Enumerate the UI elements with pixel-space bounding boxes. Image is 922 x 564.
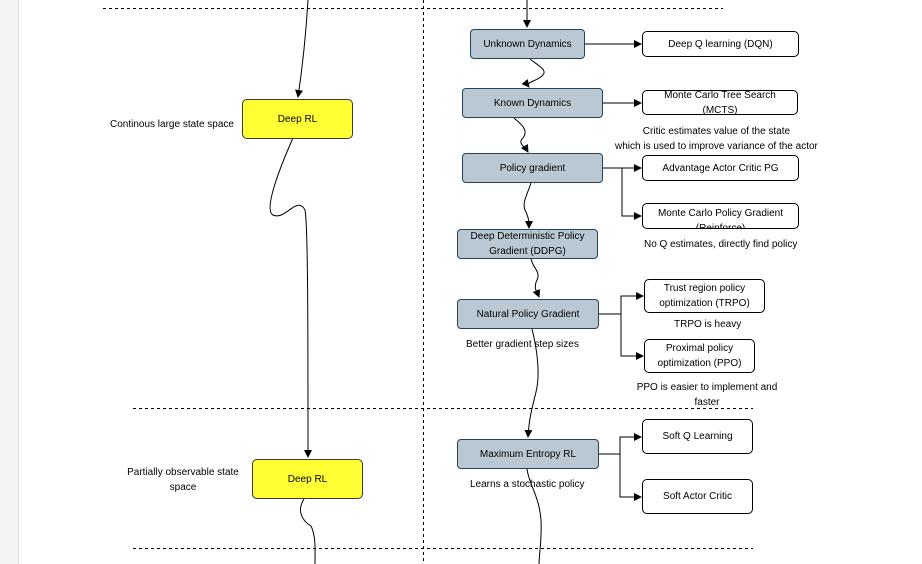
edge-npg-to-ppo bbox=[620, 314, 644, 360]
edge-npg-to-maxent bbox=[524, 328, 539, 438]
edge-known-to-policy-gradient bbox=[513, 117, 529, 153]
trpo-node[interactable]: Trust region policy optimization (TRPO) bbox=[644, 279, 765, 313]
edge-policy-gradient-to-ddpg bbox=[523, 182, 533, 229]
edge-deep-rl-2-to-bottom bbox=[300, 498, 316, 564]
soft-q-learning-node[interactable]: Soft Q Learning bbox=[642, 419, 753, 454]
deep-rl-node-2[interactable]: Deep RL bbox=[252, 459, 363, 499]
deep-rl-node-1[interactable]: Deep RL bbox=[242, 99, 353, 139]
ppo-node[interactable]: Proximal policy optimization (PPO) bbox=[644, 339, 755, 373]
policy-gradient-node[interactable]: Policy gradient bbox=[462, 153, 603, 183]
soft-actor-critic-node[interactable]: Soft Actor Critic bbox=[642, 479, 753, 514]
maximum-entropy-rl-node[interactable]: Maximum Entropy RL bbox=[457, 439, 599, 469]
a2c-node[interactable]: Advantage Actor Critic PG bbox=[642, 155, 799, 181]
edge-maxent-to-bottom bbox=[526, 468, 542, 564]
no-q-note-label: No Q estimates, directly find policy bbox=[644, 239, 798, 250]
edge-unknown-to-known bbox=[521, 58, 545, 88]
critic-note-label: Critic estimates value of the state whic… bbox=[615, 126, 818, 152]
edge-maxent-to-softq bbox=[599, 433, 642, 455]
edge-top-to-deep-rl-1 bbox=[295, 0, 309, 98]
npg-note-label: Better gradient step sizes bbox=[466, 339, 579, 350]
connectors-layer bbox=[103, 0, 753, 564]
diagram-canvas: Unknown Dynamics Known Dynamics Policy g… bbox=[18, 0, 922, 564]
dqn-node[interactable]: Deep Q learning (DQN) bbox=[642, 31, 799, 57]
edge-maxent-to-sac bbox=[619, 454, 642, 501]
reinforce-node[interactable]: Monte Carlo Policy Gradient (Reinforce) bbox=[642, 203, 799, 229]
ppo-note-label: PPO is easier to implement and faster bbox=[636, 382, 778, 408]
trpo-note-label: TRPO is heavy bbox=[674, 319, 742, 330]
mcts-node[interactable]: Monte Carlo Tree Search (MCTS) bbox=[642, 90, 798, 116]
maxent-note-label: Learns a stochastic policy bbox=[470, 479, 585, 490]
ddpg-node[interactable]: Deep Deterministic Policy Gradient (DDPG… bbox=[457, 229, 598, 259]
natural-policy-gradient-node[interactable]: Natural Policy Gradient bbox=[457, 299, 599, 329]
edge-npg-to-trpo bbox=[599, 292, 644, 315]
edge-ddpg-to-npg bbox=[530, 258, 541, 298]
continuous-state-label: Continous large state space bbox=[110, 119, 234, 130]
edge-pg-to-reinforce bbox=[621, 168, 642, 220]
partial-state-label: Partially observable state space bbox=[127, 467, 239, 493]
unknown-dynamics-node[interactable]: Unknown Dynamics bbox=[470, 29, 585, 59]
known-dynamics-node[interactable]: Known Dynamics bbox=[462, 88, 603, 118]
edge-deep-rl-1-to-deep-rl-2 bbox=[269, 137, 312, 458]
